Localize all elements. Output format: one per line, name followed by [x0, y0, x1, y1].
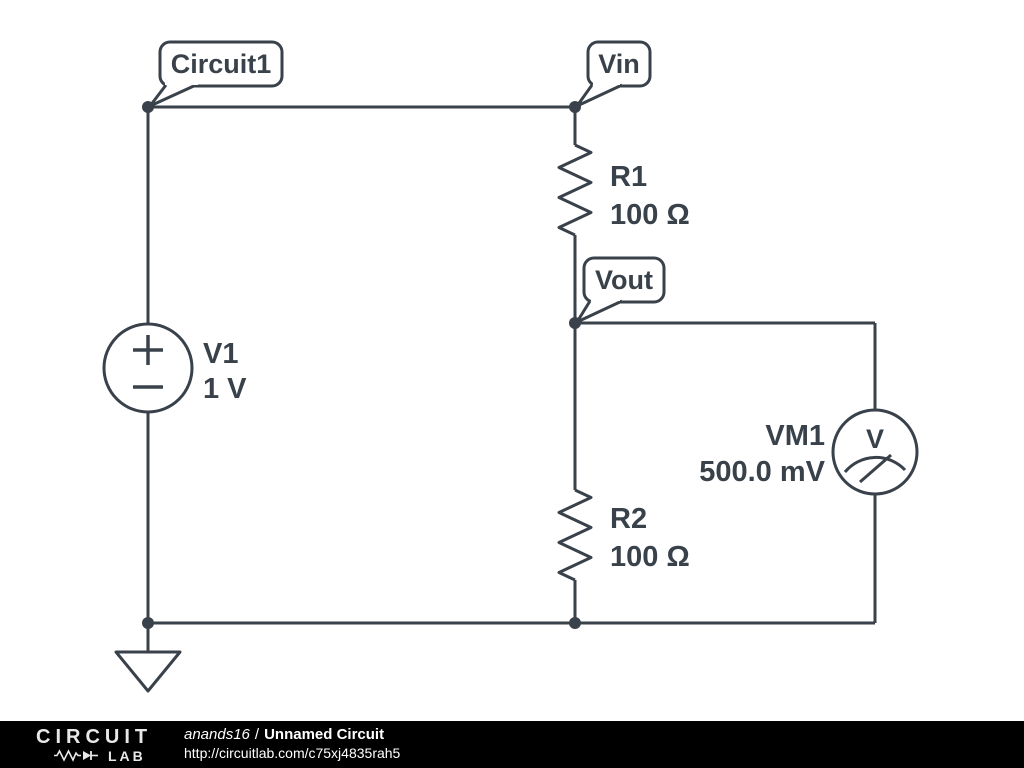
r1-name-label: R1 [610, 161, 647, 193]
plus-icon [133, 335, 163, 365]
resistor-zigzag-icon [557, 143, 593, 237]
label-bubble [158, 40, 284, 88]
footer-circuit-info: anands16/Unnamed Circuit [184, 726, 400, 745]
circuitlab-logo: CIRCUIT LAB [0, 727, 180, 763]
r2-name-label: R2 [610, 503, 647, 535]
circuit-title: Unnamed Circuit [264, 726, 385, 744]
node-label-circuit1[interactable]: Circuit1 [148, 40, 284, 108]
logo-bottom-row: LAB [36, 749, 180, 763]
label-bubble [582, 256, 666, 304]
node-dot [142, 617, 154, 629]
label-bubble-tail-mask [165, 78, 198, 85]
footer-text-block: anands16/Unnamed Circuit http://circuitl… [180, 726, 400, 762]
circuit1-label-text: Circuit1 [171, 49, 272, 79]
author-title-separator: / [254, 726, 260, 744]
vout-label-text: Vout [595, 265, 653, 295]
r2-value-label: 100 Ω [610, 541, 690, 573]
resistor-r1[interactable]: R1 100 Ω [557, 143, 690, 237]
footer-bar: CIRCUIT LAB anands16/Unnamed Circuit htt… [0, 721, 1024, 768]
node-label-vin[interactable]: Vin [575, 40, 652, 108]
label-bubble-tail-mask [591, 294, 620, 301]
v1-value-label: 1 V [203, 373, 247, 405]
voltmeter-v-glyph: V [866, 424, 884, 454]
node-dot [569, 617, 581, 629]
label-bubble-tail [575, 83, 623, 108]
vm1-name-label: VM1 [765, 420, 825, 452]
v1-name-label: V1 [203, 338, 238, 370]
resistor-zigzag-icon [557, 488, 593, 582]
vin-label-text: Vin [598, 49, 640, 79]
circuitlab-logo-zigzag-icon [54, 749, 98, 762]
ground-triangle-icon [114, 650, 182, 693]
voltage-source-v1[interactable]: V1 1 V [102, 322, 247, 414]
label-bubble-tail [575, 299, 623, 324]
ground-symbol[interactable] [114, 650, 182, 693]
meter-needle-icon [859, 453, 892, 484]
voltmeter-body [831, 408, 919, 496]
author-name: anands16 [184, 726, 250, 744]
node-label-vout[interactable]: Vout [575, 256, 666, 324]
logo-text-circuit: CIRCUIT [36, 725, 153, 748]
circuit-url: http://circuitlab.com/c75xj4835rah5 [184, 745, 401, 762]
circuit-schematic: V1 1 V R1 100 Ω R2 100 Ω V VM1 500.0 mV [102, 40, 919, 693]
voltmeter-vm1[interactable]: V VM1 500.0 mV [699, 408, 919, 496]
meter-scale-arc-icon [843, 455, 907, 473]
label-bubble-tail-mask [593, 78, 620, 85]
voltage-source-body [102, 322, 194, 414]
node-dots [142, 101, 581, 629]
vm1-value-label: 500.0 mV [699, 456, 825, 488]
wires [146, 105, 877, 652]
resistor-r2[interactable]: R2 100 Ω [557, 488, 690, 582]
logo-text-lab: LAB [108, 747, 146, 764]
label-bubble-tail [148, 83, 197, 108]
r1-value-label: 100 Ω [610, 199, 690, 231]
